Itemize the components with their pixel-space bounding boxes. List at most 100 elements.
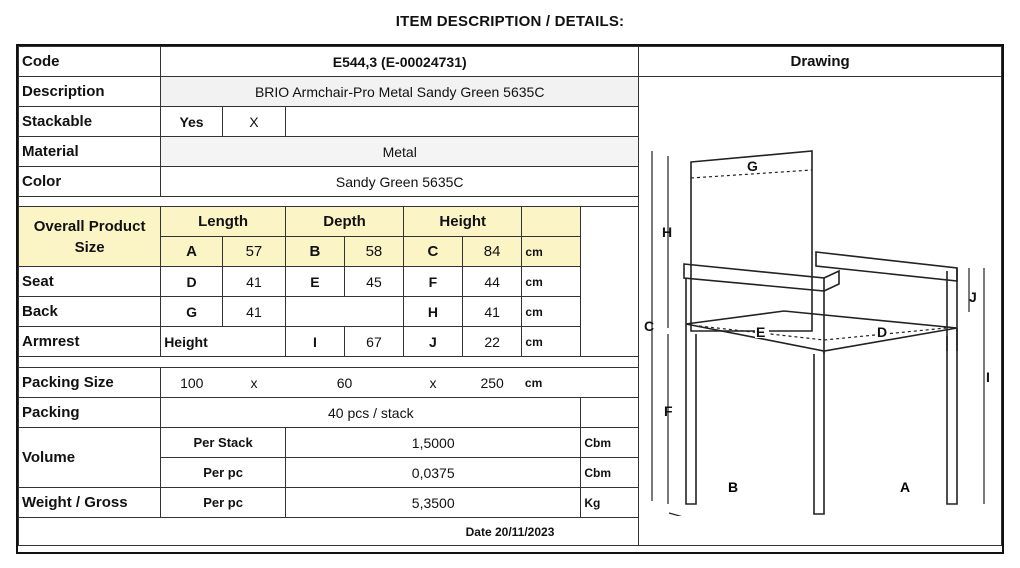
overall-size-line2: Size <box>74 238 105 256</box>
seat-d-key: D <box>160 266 223 297</box>
packing-size-unit: cm <box>521 367 640 398</box>
row-overall-values: A 57 B 58 C 84 cm <box>19 236 1002 267</box>
packing-label: Packing <box>17 397 162 428</box>
armrest-j-key: J <box>403 326 463 357</box>
seat-f-key: F <box>403 266 463 297</box>
overall-b-key: B <box>285 236 345 267</box>
row-packing-size: Packing Size 100 x 60 x 250 cm <box>17 367 1002 398</box>
code-label: Code <box>17 46 162 77</box>
seat-unit: cm <box>521 266 582 297</box>
color-label: Color <box>17 166 162 197</box>
armrest-j-value: 22 <box>461 326 523 357</box>
label-e-bg <box>755 324 769 338</box>
length-header: Length <box>160 206 287 237</box>
overall-size-line1: Overall Product <box>33 217 146 235</box>
armrest-height-label: Height <box>160 326 287 357</box>
back-h-value: 41 <box>461 296 523 327</box>
volume-per-pc-label: Per pc <box>160 457 287 488</box>
drawing-label-f: F <box>664 403 673 419</box>
details-table: Code E544,3 (E-00024731) Drawing Descrip… <box>17 46 1002 546</box>
chair-drawing-svg: G H C F E D J I <box>644 150 990 554</box>
packing-empty <box>580 397 640 428</box>
drawing-label-d: D <box>877 324 887 340</box>
row-volume-pc: Per pc 0,0375 Cbm <box>19 457 1002 488</box>
label-d-bg <box>876 324 890 338</box>
material-label: Material <box>17 136 162 167</box>
packing-size-x2: x <box>403 367 463 398</box>
drawing-label-e: E <box>756 324 765 340</box>
row-back: Back G 41 H 41 cm <box>17 296 1002 327</box>
left-armrest-end <box>823 269 840 292</box>
overall-a-key: A <box>160 236 223 267</box>
stackable-mark: X <box>221 106 287 137</box>
leg-front-right <box>813 351 825 515</box>
left-armrest-top <box>683 263 825 292</box>
seat-e-key: E <box>285 266 345 297</box>
backrest-width-line <box>690 169 813 179</box>
overall-c-key: C <box>403 236 463 267</box>
row-packing: Packing 40 pcs / stack <box>17 397 1002 428</box>
row-volume-stack: Volume Per Stack 1,5000 Cbm <box>17 427 1002 488</box>
dim-b-line <box>668 512 813 554</box>
packing-size-v1: 100 <box>160 367 223 398</box>
back-g-value: 41 <box>221 296 287 327</box>
row-stackable: Stackable Yes X <box>17 106 1002 137</box>
seat-e-value: 45 <box>343 266 405 297</box>
overall-b-value: 58 <box>343 236 405 267</box>
row-weight: Weight / Gross Per pc 5,3500 Kg <box>17 487 1002 518</box>
row-description: Description BRIO Armchair-Pro Metal Sand… <box>17 76 1002 546</box>
drawing-header: Drawing <box>638 46 1002 77</box>
packing-size-v3: 250 <box>462 367 522 398</box>
packing-size-x1: x <box>222 367 286 398</box>
back-label: Back <box>17 296 162 327</box>
drawing-label-i: I <box>986 369 990 385</box>
row-color: Color Sandy Green 5635C <box>17 166 1002 197</box>
label-g-bg <box>746 158 760 172</box>
overall-size-label: Overall Product Size <box>17 206 162 267</box>
weight-per-pc-label: Per pc <box>160 487 287 518</box>
row-seat: Seat D 41 E 45 F 44 cm <box>17 266 1002 297</box>
stackable-yes: Yes <box>160 106 223 137</box>
volume-per-stack-unit: Cbm <box>580 427 640 458</box>
description-value: BRIO Armchair-Pro Metal Sandy Green 5635… <box>160 76 640 107</box>
leg-back-right <box>946 328 958 505</box>
material-value: Metal <box>160 136 640 167</box>
armrest-unit: cm <box>521 326 582 357</box>
row-date: Date 20/11/2023 <box>18 517 1002 546</box>
armrest-label: Armrest <box>17 326 162 357</box>
packing-value: 40 pcs / stack <box>160 397 582 428</box>
color-value: Sandy Green 5635C <box>160 166 640 197</box>
height-header: Height <box>403 206 523 237</box>
armrest-i-key: I <box>285 326 345 357</box>
document-title: ITEM DESCRIPTION / DETAILS: <box>395 13 625 30</box>
row-armrest: Armrest Height I 67 J 22 cm <box>17 326 1002 357</box>
code-value: E544,3 (E-00024731) <box>160 46 640 77</box>
date-footer: Date 20/11/2023 <box>18 517 1002 546</box>
chair-drawing: G H C F E D J I <box>624 106 1004 554</box>
overall-unit: cm <box>521 236 582 267</box>
volume-per-pc-value: 0,0375 <box>285 457 582 488</box>
armrest-i-value: 67 <box>343 326 405 357</box>
back-g-key: G <box>160 296 223 327</box>
overall-a-value: 57 <box>221 236 287 267</box>
packing-size-label: Packing Size <box>17 367 162 398</box>
drawing-label-h: H <box>662 224 672 240</box>
volume-per-stack-label: Per Stack <box>160 427 287 458</box>
stackable-empty <box>285 106 640 137</box>
right-armrest-top <box>815 251 958 282</box>
back-h-key: H <box>403 296 463 327</box>
drawing-label-c: C <box>644 318 654 334</box>
back-empty <box>285 296 405 327</box>
depth-header: Depth <box>285 206 405 237</box>
drawing-label-j: J <box>969 289 977 305</box>
seat-label: Seat <box>17 266 162 297</box>
backrest-outline <box>690 150 813 332</box>
seat-f-value: 44 <box>461 266 523 297</box>
packing-size-v2: 60 <box>285 367 404 398</box>
drawing-cell <box>638 76 1002 546</box>
leg-front-left <box>685 324 697 505</box>
back-unit: cm <box>521 296 582 327</box>
stackable-label: Stackable <box>17 106 162 137</box>
volume-per-stack-value: 1,5000 <box>285 427 582 458</box>
description-label: Description <box>17 76 162 107</box>
